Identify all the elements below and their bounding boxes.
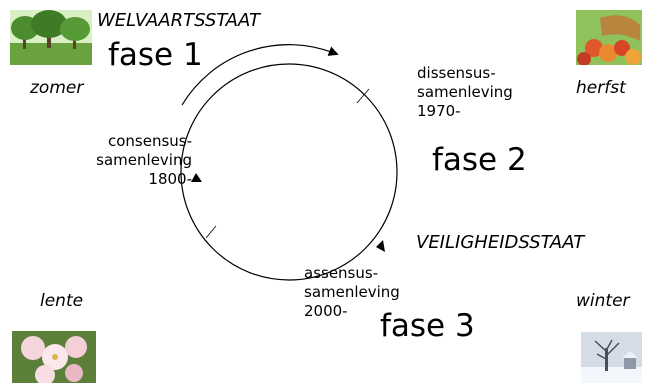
season-herfst-label: herfst xyxy=(576,78,626,98)
state-veiligheid-label: VEILIGHEIDSSTAAT xyxy=(416,232,585,253)
apple-basket-photo xyxy=(576,10,642,65)
society-consensus-line1: consensus- xyxy=(107,132,192,150)
season-winter-label: winter xyxy=(576,291,630,311)
phase-1-label: fase 1 xyxy=(108,37,203,73)
arc-arrow-top xyxy=(181,44,339,106)
society-dissensus-line3: 1970- xyxy=(417,102,461,120)
apple-blossom-photo xyxy=(12,331,96,383)
society-dissensus-text: dissensus- samenleving 1970- xyxy=(417,64,513,121)
phase-2-label: fase 2 xyxy=(432,142,527,178)
tick-upper-right xyxy=(356,88,370,104)
orchard-trees-photo xyxy=(10,10,92,65)
arrow-left-icon xyxy=(191,173,202,182)
phase-3-label: fase 3 xyxy=(380,308,475,344)
society-dissensus-line1: dissensus- xyxy=(417,64,496,82)
snowy-tree-photo xyxy=(581,332,642,383)
society-assensus-line3: 2000- xyxy=(304,302,348,320)
society-consensus-line3: 1800- xyxy=(148,170,192,188)
society-assensus-text: assensus- samenleving 2000- xyxy=(304,264,400,321)
society-consensus-line2: samenleving xyxy=(96,151,192,169)
state-welvaart-label: WELVAARTSSTAAT xyxy=(97,10,260,31)
season-zomer-label: zomer xyxy=(30,78,84,98)
society-assensus-line1: assensus- xyxy=(304,264,379,282)
season-lente-label: lente xyxy=(40,291,84,311)
cycle-circle xyxy=(180,63,398,281)
society-dissensus-line2: samenleving xyxy=(417,83,513,101)
society-assensus-line2: samenleving xyxy=(304,283,400,301)
society-consensus-text: consensus- samenleving 1800- xyxy=(85,132,192,189)
arrow-lower-right-icon xyxy=(376,240,385,252)
tick-lower-left xyxy=(205,225,217,239)
